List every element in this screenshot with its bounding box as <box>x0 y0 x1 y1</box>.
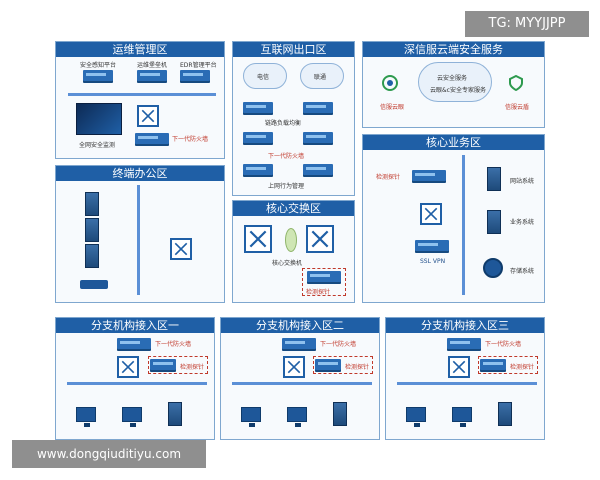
ops-switch-icon <box>137 105 159 127</box>
isp-unicom-label: 联通 <box>314 74 327 81</box>
branch3-pc-2 <box>452 407 472 427</box>
ops-firewall <box>135 133 169 144</box>
branch3-probe-box <box>478 356 538 374</box>
website-label: 网站系统 <box>510 178 535 185</box>
branch1-probe-box <box>148 356 208 374</box>
business-label: 业务系统 <box>510 219 535 226</box>
office-switch-icon <box>170 238 192 260</box>
branch1-probe-label: 检测探针 <box>180 364 205 371</box>
cloud-shield-icon <box>508 74 524 92</box>
office-pc-3 <box>85 244 99 268</box>
edr-device <box>180 70 210 81</box>
business-probe-device <box>412 170 446 181</box>
zone-title: 核心交换区 <box>233 201 354 216</box>
branch1-pc-2 <box>122 407 142 427</box>
branch1-fw-label: 下一代防火墙 <box>155 341 192 348</box>
bastion-device <box>137 70 167 81</box>
branch2-bus <box>232 382 372 385</box>
cloud-shield-label: 信服云盾 <box>505 104 530 111</box>
branch1-switch-icon <box>117 356 139 378</box>
office-vertical-bus <box>137 185 140 295</box>
business-switch-icon <box>420 203 442 225</box>
load-balancer-left <box>243 102 273 113</box>
internet-fw-label: 下一代防火墙 <box>268 153 305 160</box>
isp-telecom-label: 电信 <box>257 74 270 81</box>
branch3-probe-device <box>480 359 506 370</box>
cloud-service-label: 云安全服务 <box>437 75 468 82</box>
isp-unicom-cloud <box>300 63 344 89</box>
zone-title: 深信服云端安全服务 <box>363 42 544 57</box>
branch1-server <box>168 402 182 426</box>
zone-title: 分支机构接入区一 <box>56 318 214 333</box>
zone-core-business: 核心业务区 <box>362 134 545 303</box>
branch2-switch-icon <box>283 356 305 378</box>
monitor-screen <box>76 103 122 135</box>
branch2-server <box>333 402 347 426</box>
branch3-pc-1 <box>406 407 426 427</box>
behavior-mgmt-label: 上网行为管理 <box>268 183 305 190</box>
branch3-switch-icon <box>448 356 470 378</box>
load-balancer-label: 链路负载均衡 <box>265 120 302 127</box>
load-balancer-right <box>303 102 333 113</box>
ops-label-situation: 安全感知平台 <box>80 62 117 69</box>
branch2-probe-label: 检测探针 <box>345 364 370 371</box>
core-switch-right-icon <box>306 225 334 253</box>
branch3-bus <box>397 382 537 385</box>
core-switch-left-icon <box>244 225 272 253</box>
website-server <box>487 167 501 191</box>
ops-label-monitor: 全网安全监测 <box>79 142 116 149</box>
core-link-ellipse <box>285 228 297 252</box>
behavior-mgmt-right <box>303 164 333 175</box>
zone-title: 分支机构接入区三 <box>386 318 544 333</box>
business-probe-label: 检测探针 <box>376 174 401 181</box>
internet-fw-right <box>303 132 333 143</box>
zone-title: 分支机构接入区二 <box>221 318 379 333</box>
ops-label-firewall: 下一代防火墙 <box>172 136 209 143</box>
storage-icon <box>483 258 503 278</box>
core-probe-box <box>302 268 346 296</box>
branch1-firewall <box>117 338 151 349</box>
business-vertical-bus <box>462 155 465 295</box>
business-server <box>487 210 501 234</box>
branch3-server <box>498 402 512 426</box>
cloud-eye-label: 信服云眼 <box>380 104 405 111</box>
branch1-probe-device <box>150 359 176 370</box>
situation-device <box>83 70 113 81</box>
watermark-bottom: www.dongqiuditiyu.com <box>12 440 206 468</box>
core-switch-label: 核心交换机 <box>272 260 303 267</box>
ssl-vpn-device <box>415 240 449 251</box>
ops-label-bastion: 运维堡垒机 <box>137 62 168 69</box>
behavior-mgmt-left <box>243 164 273 175</box>
zone-title: 终端办公区 <box>56 166 224 181</box>
branch3-fw-label: 下一代防火墙 <box>485 341 522 348</box>
isp-telecom-cloud <box>243 63 287 89</box>
branch2-probe-device <box>315 359 341 370</box>
zone-title: 运维管理区 <box>56 42 224 57</box>
office-pc-1 <box>85 192 99 216</box>
storage-label: 存储系统 <box>510 268 535 275</box>
zone-title: 核心业务区 <box>363 135 544 150</box>
office-pc-2 <box>85 218 99 242</box>
branch3-firewall <box>447 338 481 349</box>
ops-bus <box>68 93 216 96</box>
ops-label-edr: EDR管理平台 <box>180 62 217 69</box>
branch3-probe-label: 检测探针 <box>510 364 535 371</box>
ssl-vpn-label: SSL VPN <box>420 258 446 265</box>
branch2-fw-label: 下一代防火墙 <box>320 341 357 348</box>
core-probe-label: 检测探针 <box>306 289 331 296</box>
branch1-pc-1 <box>76 407 96 427</box>
zone-title: 互联网出口区 <box>233 42 354 57</box>
watermark-top: TG: MYYJJPP <box>465 11 589 37</box>
cloud-expert-label: 云眼&c安全专家服务 <box>430 87 486 94</box>
branch2-probe-box <box>313 356 373 374</box>
office-wifi-router <box>80 280 108 289</box>
core-probe-device <box>307 271 341 282</box>
branch2-firewall <box>282 338 316 349</box>
branch1-bus <box>67 382 207 385</box>
internet-fw-left <box>243 132 273 143</box>
cloud-service-icon <box>418 62 492 102</box>
cloud-eye-icon <box>382 75 398 91</box>
branch2-pc-2 <box>287 407 307 427</box>
branch2-pc-1 <box>241 407 261 427</box>
